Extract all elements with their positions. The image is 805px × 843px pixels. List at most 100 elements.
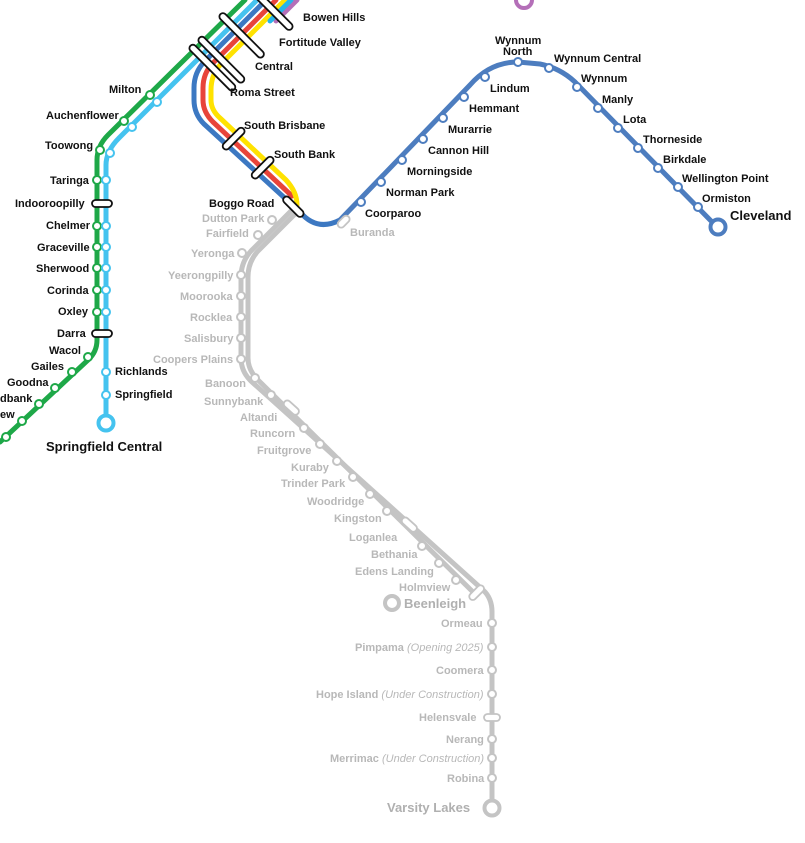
coomera-dot[interactable] [487, 665, 497, 675]
beenleigh-terminus[interactable] [383, 594, 401, 612]
gailes-dot[interactable] [67, 367, 77, 377]
altandi-interchange-marker[interactable] [282, 399, 300, 416]
label-boggo-road[interactable]: Boggo Road [209, 198, 274, 210]
label-sherwood[interactable]: Sherwood [36, 263, 89, 275]
toowong-lb-dot[interactable] [105, 148, 115, 158]
label-oxley[interactable]: Oxley [58, 306, 89, 318]
yeronga-dot[interactable] [237, 248, 247, 258]
cleveland-terminus[interactable] [708, 217, 728, 237]
label-yeronga[interactable]: Yeronga [191, 248, 235, 260]
label-toowong[interactable]: Toowong [45, 140, 93, 152]
taringa-lb-dot[interactable] [101, 175, 111, 185]
label-chelmer[interactable]: Chelmer [46, 220, 91, 232]
sherwood-lb-dot[interactable] [101, 263, 111, 273]
murarrie-dot[interactable] [438, 113, 448, 123]
varsity-lakes-terminus[interactable] [482, 798, 502, 818]
label-ormiston[interactable]: Ormiston [702, 193, 751, 205]
toowong-dot[interactable] [95, 145, 105, 155]
label-banoon[interactable]: Banoon [205, 378, 246, 390]
label-richlands[interactable]: Richlands [115, 366, 168, 378]
label-buranda[interactable]: Buranda [350, 227, 396, 239]
wynnum-north-dot[interactable] [513, 57, 523, 67]
label-wynnum-north-2[interactable]: North [503, 46, 533, 58]
ormiston-dot[interactable] [693, 202, 703, 212]
label-dutton-park[interactable]: Dutton Park [202, 213, 265, 225]
label-bethania[interactable]: Bethania [371, 549, 418, 561]
label-coorparoo[interactable]: Coorparoo [365, 208, 422, 220]
oxley-green-dot[interactable] [92, 307, 102, 317]
label-rocklea[interactable]: Rocklea [190, 312, 233, 324]
label-lindum[interactable]: Lindum [490, 83, 530, 95]
label-trinder-park[interactable]: Trinder Park [281, 478, 346, 490]
banoon-dot[interactable] [250, 373, 260, 383]
label-moorooka[interactable]: Moorooka [180, 291, 233, 303]
lota-dot[interactable] [613, 123, 623, 133]
label-wynnum-north-1[interactable]: Wynnum [495, 35, 541, 47]
corinda-green-dot[interactable] [92, 285, 102, 295]
redbank-dot[interactable] [34, 399, 44, 409]
label-roma-street[interactable]: Roma Street [230, 87, 295, 99]
label-cleveland[interactable]: Cleveland [730, 208, 791, 223]
label-holmview[interactable]: Holmview [399, 582, 451, 594]
chelmer-lb-dot[interactable] [101, 221, 111, 231]
label-redbank[interactable]: dbank [0, 393, 33, 405]
label-wynnum-central[interactable]: Wynnum Central [554, 53, 641, 65]
merrimac-dot[interactable] [487, 753, 497, 763]
label-riverview[interactable]: ew [0, 409, 15, 421]
bethania-dot[interactable] [417, 541, 427, 551]
label-edens-landing[interactable]: Edens Landing [355, 566, 434, 578]
kingston-dot[interactable] [382, 506, 392, 516]
label-cannon-hill[interactable]: Cannon Hill [428, 145, 489, 157]
label-morningside[interactable]: Morningside [407, 166, 472, 178]
label-indooroopilly[interactable]: Indooroopilly [15, 198, 86, 210]
ormeau-dot[interactable] [487, 618, 497, 628]
label-coopers-plains[interactable]: Coopers Plains [153, 354, 233, 366]
goodna-dot[interactable] [50, 383, 60, 393]
label-milton[interactable]: Milton [109, 84, 142, 96]
label-auchenflower[interactable]: Auchenflower [46, 110, 119, 122]
label-birkdale[interactable]: Birkdale [663, 154, 706, 166]
birkdale-dot[interactable] [653, 163, 663, 173]
robina-dot[interactable] [487, 773, 497, 783]
label-fairfield[interactable]: Fairfield [206, 228, 249, 240]
indooroopilly-interchange-marker[interactable] [91, 199, 113, 208]
label-wynnum[interactable]: Wynnum [581, 73, 627, 85]
label-fortitude-valley[interactable]: Fortitude Valley [279, 37, 362, 49]
nerang-dot[interactable] [487, 734, 497, 744]
runcorn-dot[interactable] [299, 423, 309, 433]
moorooka-dot[interactable] [236, 291, 246, 301]
sherwood-green-dot[interactable] [92, 263, 102, 273]
label-ormeau[interactable]: Ormeau [441, 618, 483, 630]
label-murarrie[interactable]: Murarrie [448, 124, 492, 136]
label-fruitgrove[interactable]: Fruitgrove [257, 445, 311, 457]
riverview-dot[interactable] [17, 416, 27, 426]
lindum-dot[interactable] [480, 72, 490, 82]
thorneside-dot[interactable] [633, 143, 643, 153]
fortitude-valley-interchange-marker[interactable] [218, 12, 265, 59]
yeerongpilly-dot[interactable] [236, 270, 246, 280]
label-manly[interactable]: Manly [602, 94, 634, 106]
label-bowen-hills[interactable]: Bowen Hills [303, 12, 365, 24]
label-springfield-central[interactable]: Springfield Central [46, 439, 162, 454]
hemmant-dot[interactable] [459, 92, 469, 102]
richlands-dot[interactable] [101, 367, 111, 377]
morningside-dot[interactable] [397, 155, 407, 165]
auchenflower-lb-dot[interactable] [127, 122, 137, 132]
label-loganlea[interactable]: Loganlea [349, 532, 398, 544]
label-kuraby[interactable]: Kuraby [291, 462, 330, 474]
cannon-hill-dot[interactable] [418, 134, 428, 144]
edens-landing-dot[interactable] [434, 558, 444, 568]
darra-interchange-marker[interactable] [91, 329, 113, 338]
label-coomera[interactable]: Coomera [436, 665, 485, 677]
label-thorneside[interactable]: Thorneside [643, 134, 702, 146]
wellington-point-dot[interactable] [673, 182, 683, 192]
label-springfield[interactable]: Springfield [115, 389, 172, 401]
label-sunnybank[interactable]: Sunnybank [204, 396, 264, 408]
springfield-dot[interactable] [101, 390, 111, 400]
label-woodridge[interactable]: Woodridge [307, 496, 364, 508]
helensvale-interchange-marker[interactable] [483, 713, 501, 722]
label-varsity-lakes[interactable]: Varsity Lakes [387, 800, 470, 815]
bowen-hills-interchange-marker[interactable] [247, 0, 294, 31]
beenleigh-interchange-marker[interactable] [468, 584, 486, 602]
woodridge-dot[interactable] [365, 489, 375, 499]
